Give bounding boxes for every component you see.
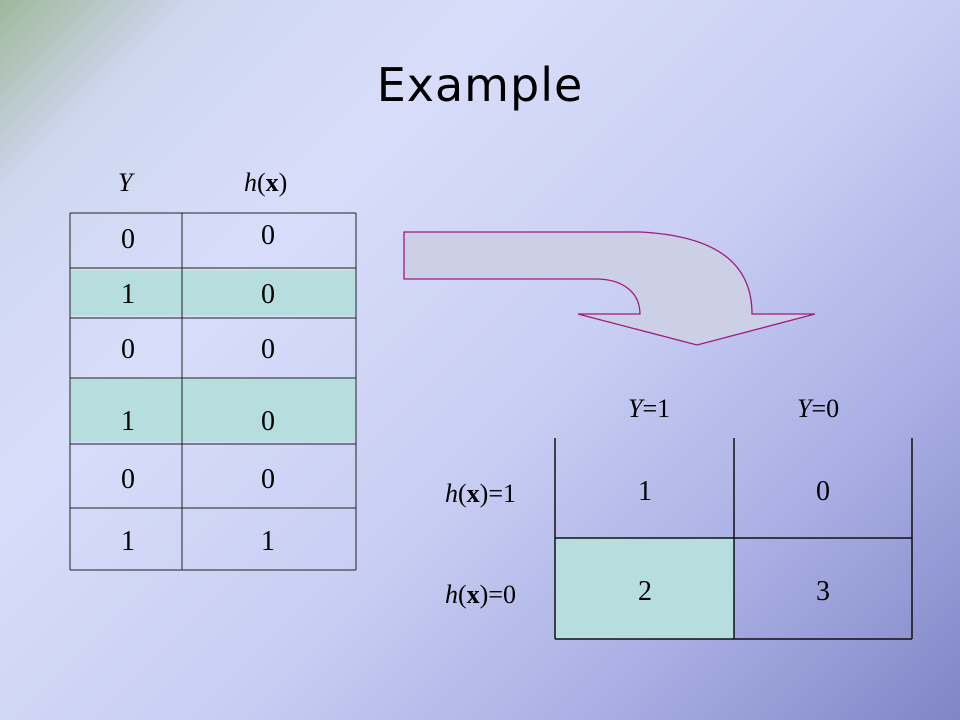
equals-value: =1 (488, 479, 517, 508)
table-cell-y: 1 (121, 526, 135, 557)
paren-open: ( (458, 479, 467, 508)
column-header-y: Y (118, 170, 132, 196)
paren-close: ) (479, 479, 489, 508)
equals-value: =0 (811, 394, 840, 423)
paren-open: ( (458, 580, 467, 609)
paren-open: ( (257, 168, 266, 197)
matrix-column-header-y0: Y=0 (797, 396, 839, 422)
y-variable: Y (118, 168, 133, 197)
matrix-cell: 3 (816, 576, 830, 607)
table-cell-hx: 0 (261, 334, 275, 365)
table-row-highlight (70, 378, 356, 442)
matrix-cell: 1 (638, 476, 652, 507)
table-cell-y: 1 (121, 279, 135, 310)
column-header-hx: h(x) (244, 170, 287, 196)
paren-close: ) (479, 580, 489, 609)
matrix-row-header-hx0: h(x)=0 (445, 582, 516, 608)
h-function: h (445, 479, 458, 508)
matrix-cell: 0 (816, 476, 830, 507)
table-cell-hx: 0 (261, 220, 275, 251)
matrix-row-header-hx1: h(x)=1 (445, 481, 516, 507)
table-cell-y: 0 (121, 464, 135, 495)
equals-value: =0 (488, 580, 517, 609)
slide-title: Example (376, 58, 584, 112)
matrix-cell-highlight (555, 538, 734, 639)
x-vector: x (265, 168, 279, 197)
h-function: h (244, 168, 257, 197)
equals-value: =1 (642, 394, 671, 423)
table-cell-y: 1 (121, 406, 135, 437)
matrix-cell: 2 (638, 576, 652, 607)
table-cell-hx: 0 (261, 464, 275, 495)
h-function: h (445, 580, 458, 609)
x-vector: x (466, 479, 480, 508)
table-cell-hx: 0 (261, 279, 275, 310)
table-cell-hx: 0 (261, 406, 275, 437)
table-cell-hx: 1 (261, 526, 275, 557)
table-cell-y: 0 (121, 224, 135, 255)
y-variable: Y (628, 394, 643, 423)
x-vector: x (466, 580, 480, 609)
matrix-column-header-y1: Y=1 (628, 396, 670, 422)
paren-close: ) (278, 168, 288, 197)
y-variable: Y (797, 394, 812, 423)
table-cell-y: 0 (121, 334, 135, 365)
table-row-highlight (70, 270, 356, 316)
